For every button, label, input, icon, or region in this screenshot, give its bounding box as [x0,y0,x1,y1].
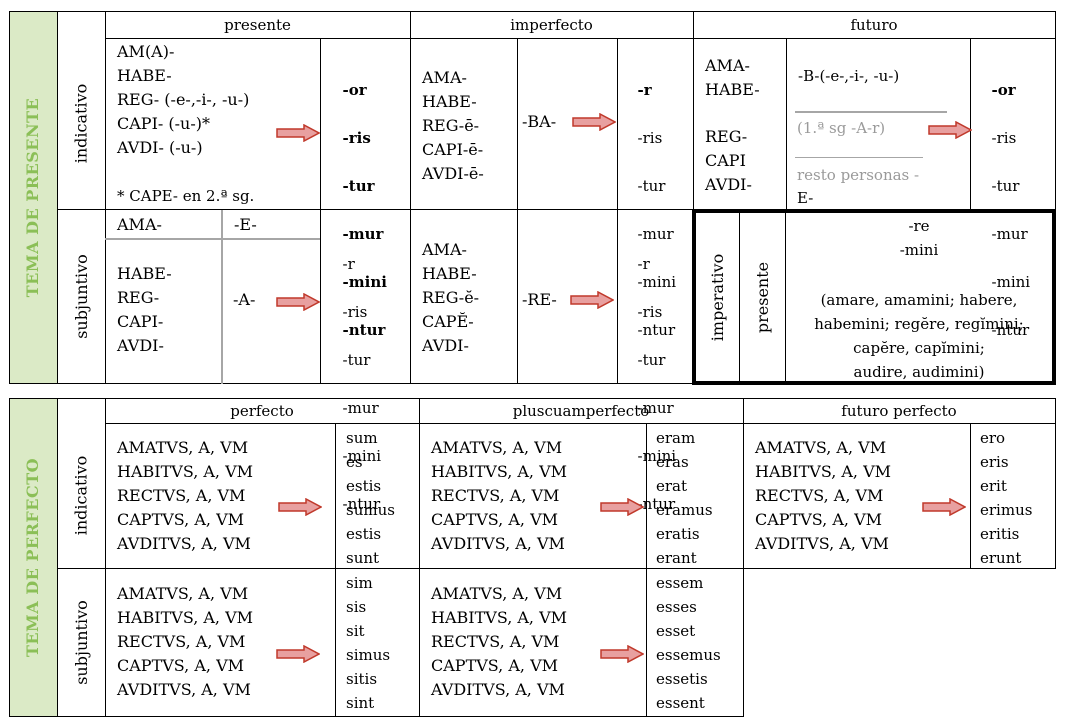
ending: -ris [342,129,371,147]
mood-subjuntivo-1: subjuntivo [71,254,91,339]
sub-presente-marker-e: -E- [234,215,257,234]
ind-futuro-marker-b3: E- [797,189,814,207]
ending: -or [342,81,367,99]
sub-plusc-participles: AMATVS, A, VM HABITVS, A, VM RECTVS, A, … [431,584,568,699]
sub-perfecto-forms: sim sis sit simus sitis sint [346,574,391,712]
header-imperfecto: imperfecto [510,16,593,34]
presente-side-band [9,11,57,384]
sub-presente-endings: -r -ris -tur -mur -mini -ntur [333,228,382,516]
ending: -tur [342,351,371,369]
mood-subjuntivo-2: subjuntivo [71,599,91,685]
ending: -mur [637,399,674,417]
imperativo-examples: (amare, amamini; habere, habemini; regĕr… [814,291,1024,381]
ending: -ntur [342,495,381,513]
ind-imperfecto-endings: -r -ris -tur -mur -mini -ntur [628,54,677,342]
ind-futperf-participles: AMATVS, A, VM HABITVS, A, VM RECTVS, A, … [755,438,892,553]
ind-futuro-stems-b: REG- CAPI AVDI- [705,127,752,194]
ending: -mur [342,399,379,417]
ending: -mur [991,225,1028,243]
imperativo-label: imperativo [708,253,727,341]
imperativo-box [692,209,1056,385]
header-futuro-perfecto: futuro perfecto [841,402,957,420]
ind-presente-stems: AM(A)- HABE- REG- (-e-,-i-, -u-) CAPI- (… [117,42,250,157]
ind-plusc-participles: AMATVS, A, VM HABITVS, A, VM RECTVS, A, … [431,438,568,553]
ind-presente-note: * CAPE- en 2.ª sg. [117,187,255,205]
arrow-icon [276,645,320,663]
ind-perfecto-forms: sum es estis sumus estis sunt [346,429,395,567]
ind-futuro-marker-b2: resto personas - [797,166,920,184]
perfecto-side-band [9,398,57,717]
header-perfecto: perfecto [230,402,294,420]
ind-futuro-marker-a: -B-(-e-,-i-, -u-) [798,67,900,85]
imperativo-presente-label: presente [753,261,772,333]
header-futuro: futuro [850,16,898,34]
header-pluscuamperfecto: pluscuamperfecto [512,402,650,420]
ending: -r [637,81,652,99]
tema-presente-label: TEMA DE PRESENTE [23,97,43,298]
arrow-icon [928,121,972,139]
arrow-icon [600,645,644,663]
ind-futperf-forms: ero eris erit erimus eritis erunt [980,429,1033,567]
ind-futuro-stems-a: AMA- HABE- [705,56,760,99]
ending: -mini [342,447,382,465]
arrow-icon [276,293,320,311]
ending: -ris [637,129,663,147]
arrow-icon [570,291,614,309]
mood-indicativo-1: indicativo [71,83,91,164]
ind-imperfecto-marker: -BA- [522,112,557,131]
ending: -ris [342,303,368,321]
ending: -or [991,81,1016,99]
ind-futuro-endings: -or -ris -tur -mur -mini -ntur [982,54,1031,342]
ending: -ris [637,303,663,321]
ending: -mini [637,273,677,291]
sub-presente-stems: HABE- REG- CAPI- AVDI- [117,264,172,355]
header-presente: presente [224,16,291,34]
ending: -tur [637,351,666,369]
sub-presente-stem-ama: AMA- [117,215,162,234]
imperativo-endings: -re -mini [899,217,939,259]
sub-imperfecto-stems: AMA- HABE- REG-ĕ- CAPĔ- AVDI- [422,240,480,355]
arrow-icon [572,113,616,131]
tema-perfecto-label: TEMA DE PERFECTO [23,457,43,658]
ending: -mur [637,225,674,243]
ending: -r [342,255,355,273]
ending: -tur [991,177,1020,195]
arrow-icon [278,498,322,516]
ending: -r [637,255,650,273]
ending: -tur [637,177,666,195]
ending: -mini [991,273,1031,291]
sub-perfecto-participles: AMATVS, A, VM HABITVS, A, VM RECTVS, A, … [117,584,254,699]
ending: -mini [342,273,387,291]
ind-imperfecto-stems: AMA- HABE- REG-ē- CAPI-ē- AVDI-ē- [422,68,484,183]
ind-plusc-forms: eram eras erat eramus eratis erant [656,429,713,567]
ending: -mini [637,447,677,465]
ending: -ntur [637,321,676,339]
ending: -ris [991,129,1017,147]
ind-presente-endings: -or -ris -tur -mur -mini -ntur [333,54,387,342]
ending: -mur [342,225,384,243]
ending: -tur [342,177,375,195]
sub-plusc-forms: essem esses esset essemus essetis essent [656,574,721,712]
mood-indicativo-2: indicativo [71,455,91,536]
sub-imperfecto-marker: -RE- [522,290,557,309]
arrow-icon [276,124,320,142]
ind-perfecto-participles: AMATVS, A, VM HABITVS, A, VM RECTVS, A, … [117,438,254,553]
sub-presente-marker-a: -A- [233,290,256,309]
ending: -ntur [991,321,1030,339]
arrow-icon [600,498,644,516]
ind-futuro-marker-b1: (1.ª sg -A-r) [797,119,886,137]
arrow-icon [922,498,966,516]
ending: -ntur [342,321,386,339]
